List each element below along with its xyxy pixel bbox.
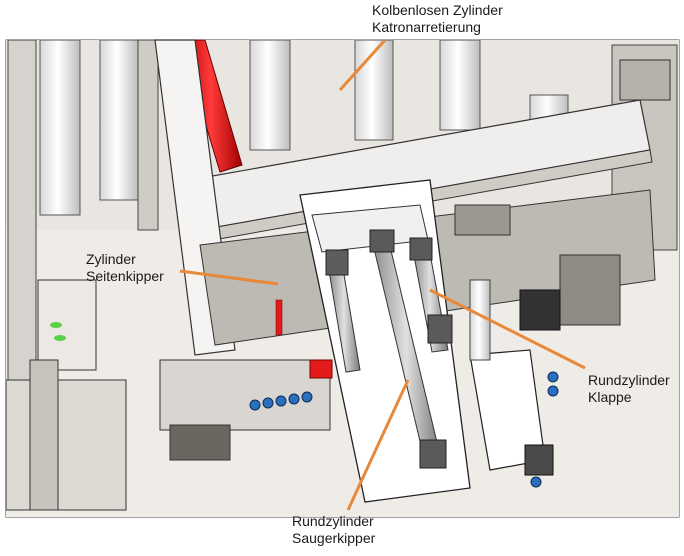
leader-seitenkipper xyxy=(179,269,279,286)
label-saugerkipper-line2: Saugerkipper xyxy=(292,530,376,546)
label-klappe-line2: Klappe xyxy=(588,389,632,405)
conveyor-rollers xyxy=(39,39,569,216)
cylinder-saugerkipper xyxy=(369,229,447,469)
leader-kolbenlosen xyxy=(338,38,387,92)
label-seitenkipper-line2: Seitenkipper xyxy=(86,268,164,284)
label-rundzylinder-klappe: Rundzylinder Klappe xyxy=(588,372,670,406)
sensor-panel xyxy=(37,279,97,371)
seitenkipper-red-part xyxy=(275,299,283,336)
label-klappe-line1: Rundzylinder xyxy=(588,372,670,388)
label-kolbenlosen-line2: Katronarretierung xyxy=(372,19,481,35)
lower-carriage xyxy=(5,359,127,511)
label-zylinder-seitenkipper: Zylinder Seitenkipper xyxy=(86,251,164,285)
label-kolbenlosen-zylinder: Kolbenlosen Zylinder Katronarretierung xyxy=(372,2,503,36)
leader-klappe xyxy=(429,288,586,370)
side-valve-module xyxy=(469,279,561,476)
cylinder-klappe xyxy=(409,237,453,353)
leader-saugerkipper xyxy=(346,379,410,511)
label-rundzylinder-saugerkipper: Rundzylinder Saugerkipper xyxy=(292,513,375,547)
cylinder-seitenkipper-rod xyxy=(325,249,361,373)
valve-terminal xyxy=(159,359,559,488)
label-kolbenlosen-line1: Kolbenlosen Zylinder xyxy=(372,2,503,18)
leader-lines xyxy=(179,38,586,511)
label-saugerkipper-line1: Rundzylinder xyxy=(292,513,374,529)
label-seitenkipper-line1: Zylinder xyxy=(86,251,136,267)
blue-fittings xyxy=(249,371,559,488)
